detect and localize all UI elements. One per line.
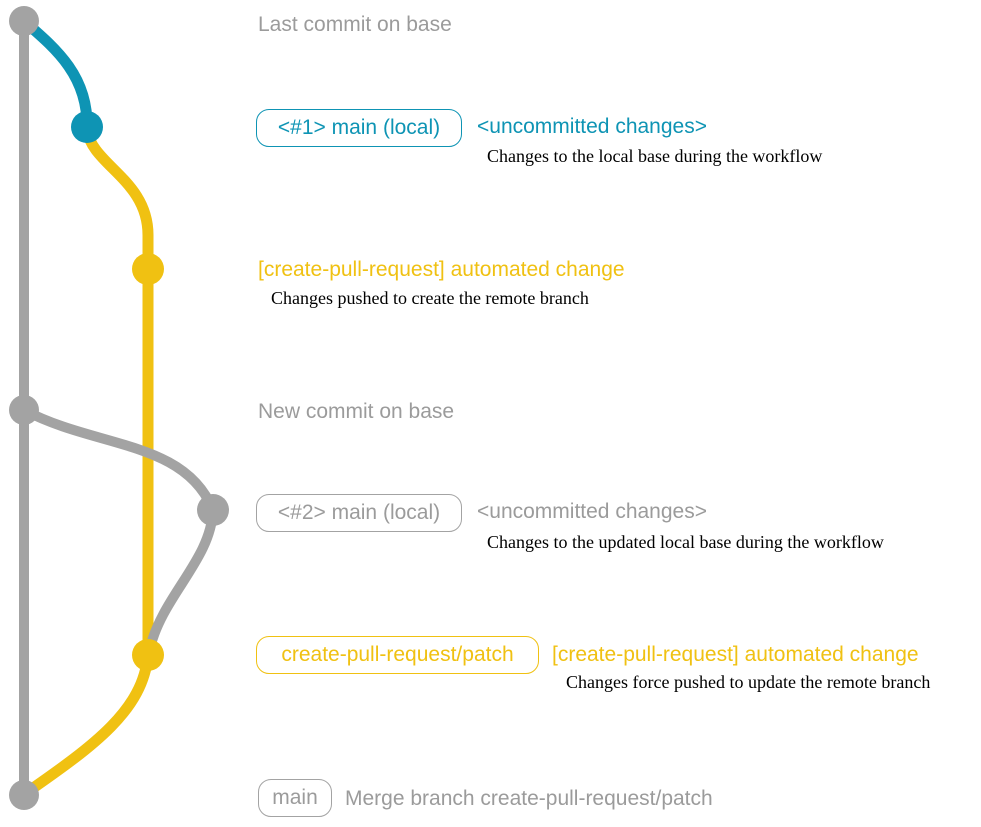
commit-node-local-1 <box>71 111 103 143</box>
rebase-line <box>145 509 218 650</box>
new-commit-title: New commit on base <box>258 400 455 423</box>
merge-line <box>22 654 154 798</box>
commit-node-merge <box>9 780 39 810</box>
branch-badge-main: main <box>258 779 332 817</box>
local-branch-line-2 <box>21 405 218 512</box>
git-graph <box>9 6 229 810</box>
commit-node-remote-2 <box>132 639 164 671</box>
commit-node-base-last <box>9 6 39 36</box>
uncommitted-changes-desc-2: Changes to the updated local base during… <box>487 532 884 552</box>
last-commit-title: Last commit on base <box>258 13 452 36</box>
branch-badge-patch: create-pull-request/patch <box>256 636 539 674</box>
uncommitted-changes-label-2: <uncommitted changes> <box>477 500 707 523</box>
branch-badge-main-local-2: <#2> main (local) <box>256 494 462 532</box>
merge-commit-title: Merge branch create-pull-request/patch <box>345 787 713 810</box>
automated-change-title-1: [create-pull-request] automated change <box>258 258 625 281</box>
patch-branch-line <box>81 128 154 655</box>
commit-node-remote-1 <box>132 253 164 285</box>
commit-node-base-new <box>9 395 39 425</box>
branch-badge-main-local-1: <#1> main (local) <box>256 109 462 147</box>
automated-change-desc-1: Changes pushed to create the remote bran… <box>271 288 589 308</box>
commit-node-local-2 <box>197 494 229 526</box>
automated-change-title-2: [create-pull-request] automated change <box>552 643 919 666</box>
local-branch-line-1 <box>20 16 93 128</box>
uncommitted-changes-desc-1: Changes to the local base during the wor… <box>487 146 823 166</box>
uncommitted-changes-label-1: <uncommitted changes> <box>477 115 707 138</box>
automated-change-desc-2: Changes force pushed to update the remot… <box>566 672 931 692</box>
